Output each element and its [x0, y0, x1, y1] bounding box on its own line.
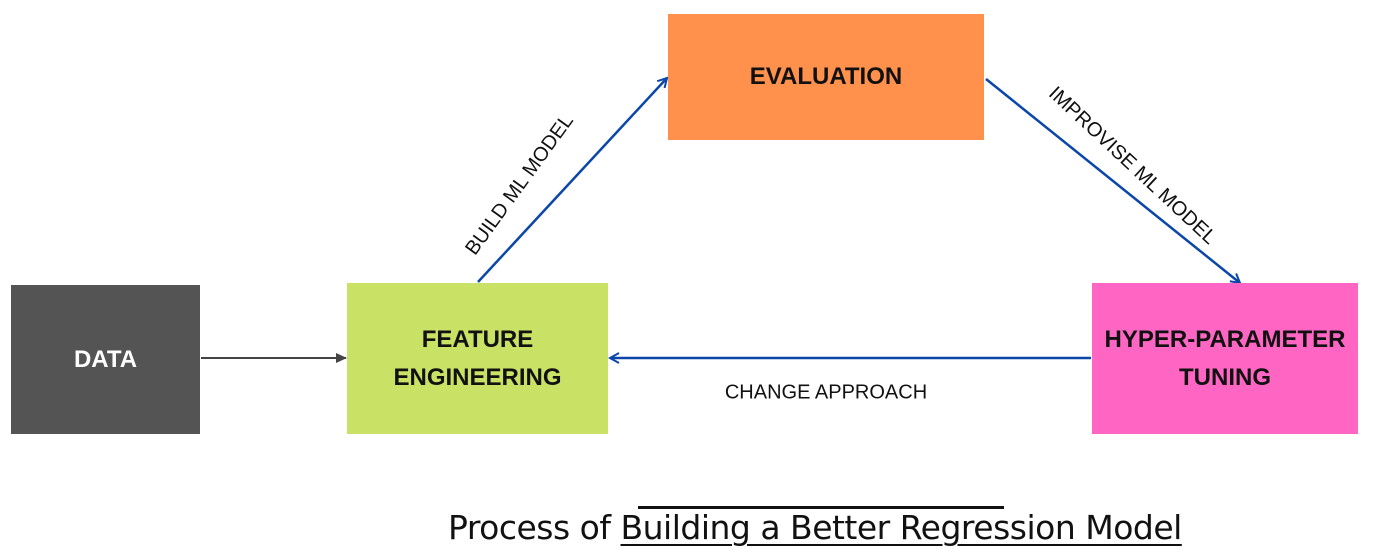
caption-overline: [638, 506, 1004, 509]
edge-label-change: CHANGE APPROACH: [724, 381, 928, 404]
caption-highlight: Building a Better Regression Model: [620, 508, 1182, 547]
diagram-caption: Process of Building a Better Regression …: [448, 508, 1182, 547]
arrow-improvise: [985, 78, 1240, 283]
node-hyper-line1: HYPER-PARAMETER: [1104, 325, 1346, 353]
node-data: DATA: [11, 285, 200, 434]
node-hyper-parameter-tuning: HYPER-PARAMETER TUNING: [1092, 283, 1358, 434]
node-evaluation: EVALUATION: [668, 14, 984, 140]
node-evaluation-label: EVALUATION: [749, 63, 903, 90]
node-feature-line2: ENGINEERING: [393, 363, 562, 391]
node-feature-line1: FEATURE: [421, 325, 534, 353]
node-hyper-line2: TUNING: [1179, 363, 1271, 391]
node-data-label: DATA: [73, 345, 138, 373]
caption-prefix: Process of: [448, 508, 621, 547]
arrow-build: [477, 78, 667, 283]
node-feature-engineering: FEATURE ENGINEERING: [347, 283, 608, 434]
